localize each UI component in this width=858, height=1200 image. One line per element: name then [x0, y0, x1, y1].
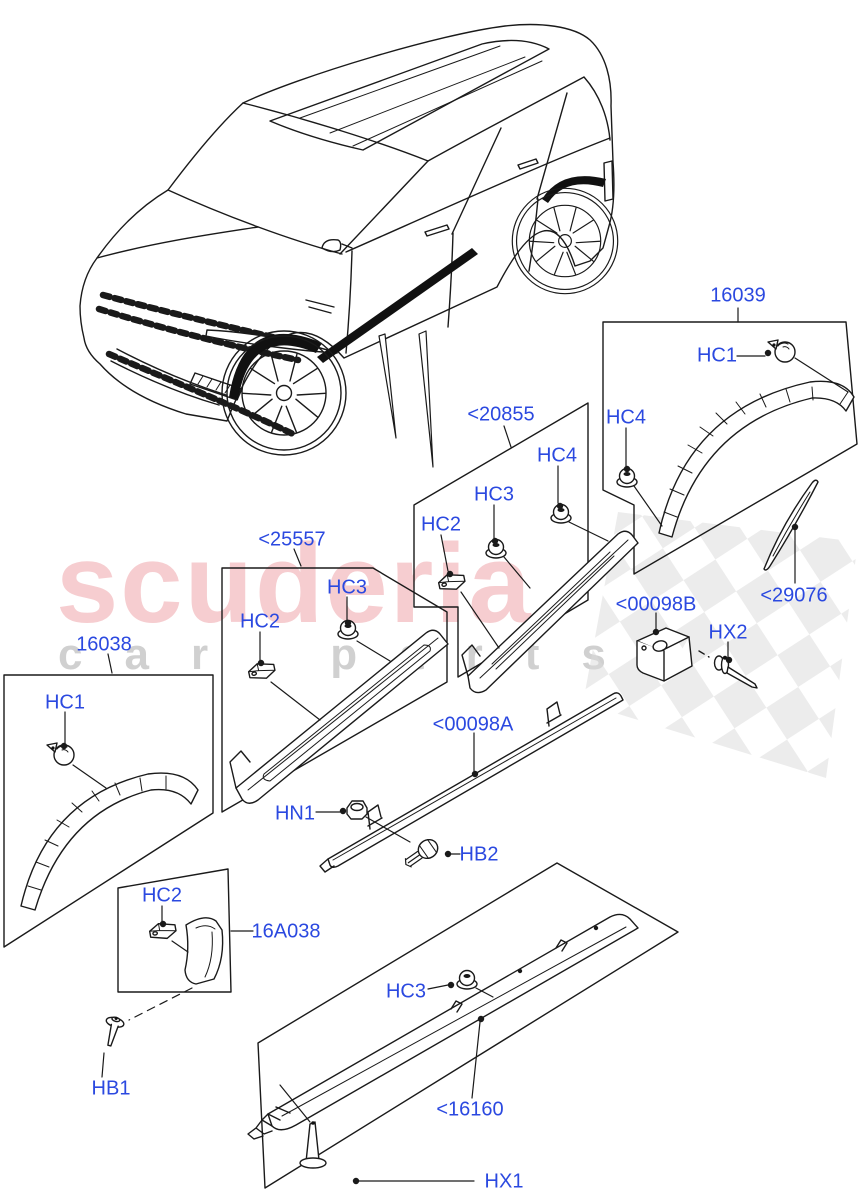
part-label-25557[interactable]: <25557	[258, 528, 326, 551]
part-label-hc2-16a038[interactable]: HC2	[141, 884, 183, 907]
part-label-hx1[interactable]: HX1	[484, 1170, 524, 1193]
screw-icon	[105, 1016, 125, 1047]
bolt-icon	[404, 838, 439, 868]
clip-icon	[148, 922, 177, 940]
parts-box-20855	[413, 402, 589, 678]
parts-box-16A038	[117, 868, 232, 993]
part-label-hc3-25557[interactable]: HC3	[326, 576, 368, 599]
clip-icon	[46, 742, 75, 766]
clip-icon	[247, 663, 276, 679]
part-label-hc3-16160[interactable]: HC3	[385, 980, 427, 1003]
part-label-hc2-25557[interactable]: HC2	[239, 610, 281, 633]
parts-box-16038	[3, 674, 214, 948]
grommet-icon	[485, 538, 507, 559]
part-label-hc1-16039[interactable]: HC1	[696, 344, 738, 367]
part-label-00098A[interactable]: <00098A	[432, 713, 514, 736]
rear-wheel	[511, 187, 619, 295]
vehicle-illustration	[79, 23, 619, 468]
pointer-wedge	[378, 333, 397, 439]
part-label-hb2[interactable]: HB2	[459, 843, 499, 866]
parts-box-25557	[221, 567, 448, 813]
part-door-moulding-20855	[461, 530, 639, 694]
parts-box-16160	[257, 862, 679, 1189]
part-label-hx2[interactable]: HX2	[708, 621, 748, 644]
part-label-hc2-20855[interactable]: HC2	[420, 513, 462, 536]
part-sill-moulding-16160	[247, 913, 639, 1140]
screw-icon	[299, 1121, 327, 1169]
part-mudflap-16A038	[184, 917, 224, 985]
rivet-icon	[713, 655, 758, 689]
part-label-hc4-20855[interactable]: HC4	[536, 444, 578, 467]
parts-box-16039	[602, 321, 858, 575]
grommet-icon	[456, 969, 478, 990]
front-wheel	[221, 330, 347, 456]
part-label-20855[interactable]: <20855	[467, 403, 535, 426]
part-wheel-arch-moulding-16038	[20, 772, 199, 911]
nut-icon	[346, 800, 368, 820]
part-label-hc4-16039[interactable]: HC4	[605, 406, 647, 429]
part-finisher-29076	[763, 479, 819, 571]
part-door-moulding-25557	[229, 629, 449, 804]
leader-lines	[60, 307, 849, 1185]
part-label-hc3-20855[interactable]: HC3	[473, 483, 515, 506]
part-label-hn1[interactable]: HN1	[274, 802, 316, 825]
part-label-hb1[interactable]: HB1	[91, 1077, 131, 1100]
part-label-16039[interactable]: 16039	[710, 284, 766, 307]
part-wheel-arch-moulding-16039	[658, 380, 855, 538]
pointer-wedge	[418, 330, 434, 468]
grommet-icon	[550, 503, 572, 524]
part-label-16160[interactable]: <16160	[436, 1098, 504, 1121]
part-side-rail-00098A	[319, 692, 624, 873]
part-label-16A038[interactable]: 16A038	[251, 920, 321, 943]
part-label-hc1-16038[interactable]: HC1	[44, 691, 86, 714]
part-label-29076[interactable]: <29076	[760, 584, 828, 607]
part-label-00098B[interactable]: <00098B	[615, 593, 697, 616]
part-label-16038[interactable]: 16038	[76, 633, 132, 656]
clip-icon	[767, 339, 796, 363]
watermark-checker-flag	[583, 512, 858, 778]
